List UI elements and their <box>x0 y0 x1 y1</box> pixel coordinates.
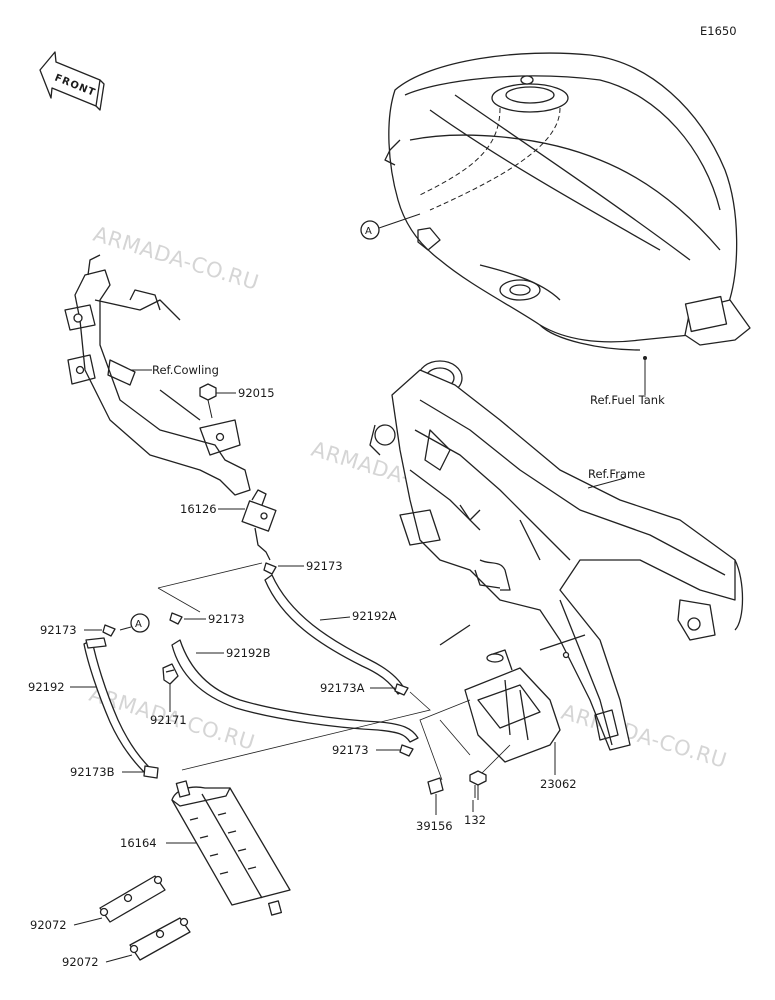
callout-marker: A <box>365 226 372 237</box>
bolt-132-icon <box>469 770 487 800</box>
part-16126-label: 16126 <box>180 502 217 516</box>
part-92173-label: 92173 <box>40 623 77 637</box>
ref-cowling-label: Ref.Cowling <box>152 363 219 377</box>
part-92015-label: 92015 <box>238 386 275 400</box>
watermark: ARMADA-CO.RU <box>91 222 262 295</box>
part-92173-label: 92173 <box>332 743 369 757</box>
part-23062-label: 23062 <box>540 777 577 791</box>
clamp-92173A-icon <box>394 683 409 696</box>
part-132-label: 132 <box>464 813 486 827</box>
part-92072-label: 92072 <box>62 955 99 969</box>
diagram-code: E1650 <box>700 24 737 38</box>
ref-frame-label: Ref.Frame <box>588 467 645 481</box>
canister-16164-drawing <box>171 780 291 916</box>
clamp-92173-icon <box>263 562 277 575</box>
fuel-tank-drawing <box>384 52 751 395</box>
part-92072-label: 92072 <box>30 918 67 932</box>
clamp-92173-icon <box>399 744 414 757</box>
bracket-92072-lower-drawing <box>129 917 191 961</box>
bracket-23062-drawing <box>439 624 586 763</box>
nut-92015-icon <box>199 383 217 419</box>
cowling-bracket-drawing <box>64 254 251 496</box>
callout-a-tank: A <box>360 213 421 240</box>
clip-92171-icon <box>162 663 179 685</box>
valve-16126-icon <box>241 489 277 561</box>
callout-a-hose: A <box>119 613 150 633</box>
part-92192A-label: 92192A <box>352 609 397 623</box>
clamp-92173-icon <box>169 612 183 625</box>
part-39156-label: 39156 <box>416 819 453 833</box>
part-92192B-label: 92192B <box>226 646 271 660</box>
part-92173A-label: 92173A <box>320 681 365 695</box>
ref-fuel-tank-label: Ref.Fuel Tank <box>590 393 665 407</box>
part-16164-label: 16164 <box>120 836 157 850</box>
part-92173-label: 92173 <box>208 612 245 626</box>
pad-39156-icon <box>427 777 444 795</box>
part-92171-label: 92171 <box>150 713 187 727</box>
part-92173-label: 92173 <box>306 559 343 573</box>
clamp-92173-icon <box>102 624 116 637</box>
clamp-92173B-icon <box>143 765 159 779</box>
frame-drawing <box>369 360 744 751</box>
part-92173B-label: 92173B <box>70 765 115 779</box>
hose-92192A-drawing <box>264 574 406 695</box>
callout-marker: A <box>135 619 142 630</box>
front-arrow-icon: FRONT <box>39 51 105 111</box>
part-92192-label: 92192 <box>28 680 65 694</box>
watermark: ARMADA-CO.RU <box>559 700 730 773</box>
hose-92192B-drawing <box>171 639 419 743</box>
bracket-92072-upper-drawing <box>99 875 166 923</box>
